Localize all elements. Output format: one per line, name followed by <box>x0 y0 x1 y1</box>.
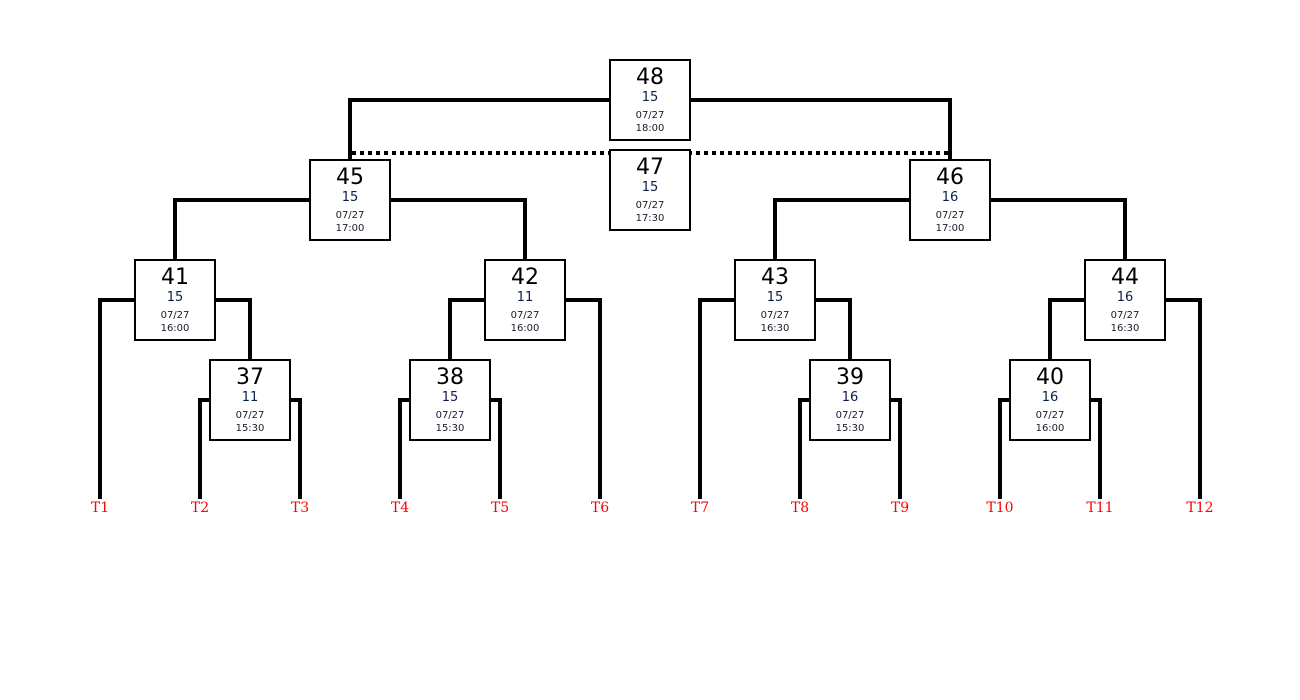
match-date: 07/27 <box>235 410 265 421</box>
match-time: 15:30 <box>835 423 865 434</box>
match-time: 16:00 <box>1035 423 1065 434</box>
match-score: 15 <box>766 290 784 305</box>
match-box-41[interactable]: 41 15 07/27 16:00 <box>134 259 216 341</box>
match-number: 38 <box>436 365 464 390</box>
match-box-37[interactable]: 37 11 07/27 15:30 <box>209 359 291 441</box>
team-label: T4 <box>390 500 410 516</box>
match-date: 07/27 <box>935 210 965 221</box>
match-time: 15:30 <box>435 423 465 434</box>
match-score: 11 <box>241 390 259 405</box>
team-label: T5 <box>490 500 510 516</box>
match-score: 15 <box>641 90 659 105</box>
match-time: 16:30 <box>1110 323 1140 334</box>
match-date: 07/27 <box>1035 410 1065 421</box>
match-time: 17:30 <box>635 213 665 224</box>
match-score: 16 <box>941 190 959 205</box>
team-label: T10 <box>986 500 1014 516</box>
match-number: 42 <box>511 265 539 290</box>
team-label: T8 <box>790 500 810 516</box>
team-label: T12 <box>1186 500 1214 516</box>
match-number: 44 <box>1111 265 1139 290</box>
team-label: T3 <box>290 500 310 516</box>
match-date: 07/27 <box>760 310 790 321</box>
match-time: 17:00 <box>335 223 365 234</box>
team-label: T6 <box>590 500 610 516</box>
match-score: 16 <box>1041 390 1059 405</box>
match-number: 46 <box>936 165 964 190</box>
match-time: 16:00 <box>160 323 190 334</box>
match-score: 15 <box>441 390 459 405</box>
match-time: 16:00 <box>510 323 540 334</box>
match-time: 15:30 <box>235 423 265 434</box>
match-time: 16:30 <box>760 323 790 334</box>
match-number: 41 <box>161 265 189 290</box>
match-date: 07/27 <box>335 210 365 221</box>
team-label: T7 <box>690 500 710 516</box>
match-box-44[interactable]: 44 16 07/27 16:30 <box>1084 259 1166 341</box>
team-label: T1 <box>90 500 110 516</box>
match-score: 11 <box>516 290 534 305</box>
match-box-42[interactable]: 42 11 07/27 16:00 <box>484 259 566 341</box>
match-number: 45 <box>336 165 364 190</box>
match-number: 40 <box>1036 365 1064 390</box>
match-box-47[interactable]: 47 15 07/27 17:30 <box>609 149 691 231</box>
match-box-38[interactable]: 38 15 07/27 15:30 <box>409 359 491 441</box>
match-score: 16 <box>1116 290 1134 305</box>
match-box-45[interactable]: 45 15 07/27 17:00 <box>309 159 391 241</box>
match-number: 37 <box>236 365 264 390</box>
match-score: 16 <box>841 390 859 405</box>
team-label: T2 <box>190 500 210 516</box>
match-date: 07/27 <box>160 310 190 321</box>
team-label: T11 <box>1086 500 1114 516</box>
match-score: 15 <box>641 180 659 195</box>
match-number: 47 <box>636 155 664 180</box>
match-time: 17:00 <box>935 223 965 234</box>
match-score: 15 <box>341 190 359 205</box>
match-number: 43 <box>761 265 789 290</box>
match-time: 18:00 <box>635 123 665 134</box>
match-date: 07/27 <box>635 110 665 121</box>
match-box-40[interactable]: 40 16 07/27 16:00 <box>1009 359 1091 441</box>
match-date: 07/27 <box>435 410 465 421</box>
match-number: 48 <box>636 65 664 90</box>
team-label: T9 <box>890 500 910 516</box>
match-box-48[interactable]: 48 15 07/27 18:00 <box>609 59 691 141</box>
match-box-46[interactable]: 46 16 07/27 17:00 <box>909 159 991 241</box>
match-box-39[interactable]: 39 16 07/27 15:30 <box>809 359 891 441</box>
match-date: 07/27 <box>510 310 540 321</box>
match-date: 07/27 <box>835 410 865 421</box>
match-score: 15 <box>166 290 184 305</box>
match-number: 39 <box>836 365 864 390</box>
match-date: 07/27 <box>1110 310 1140 321</box>
match-date: 07/27 <box>635 200 665 211</box>
match-box-43[interactable]: 43 15 07/27 16:30 <box>734 259 816 341</box>
